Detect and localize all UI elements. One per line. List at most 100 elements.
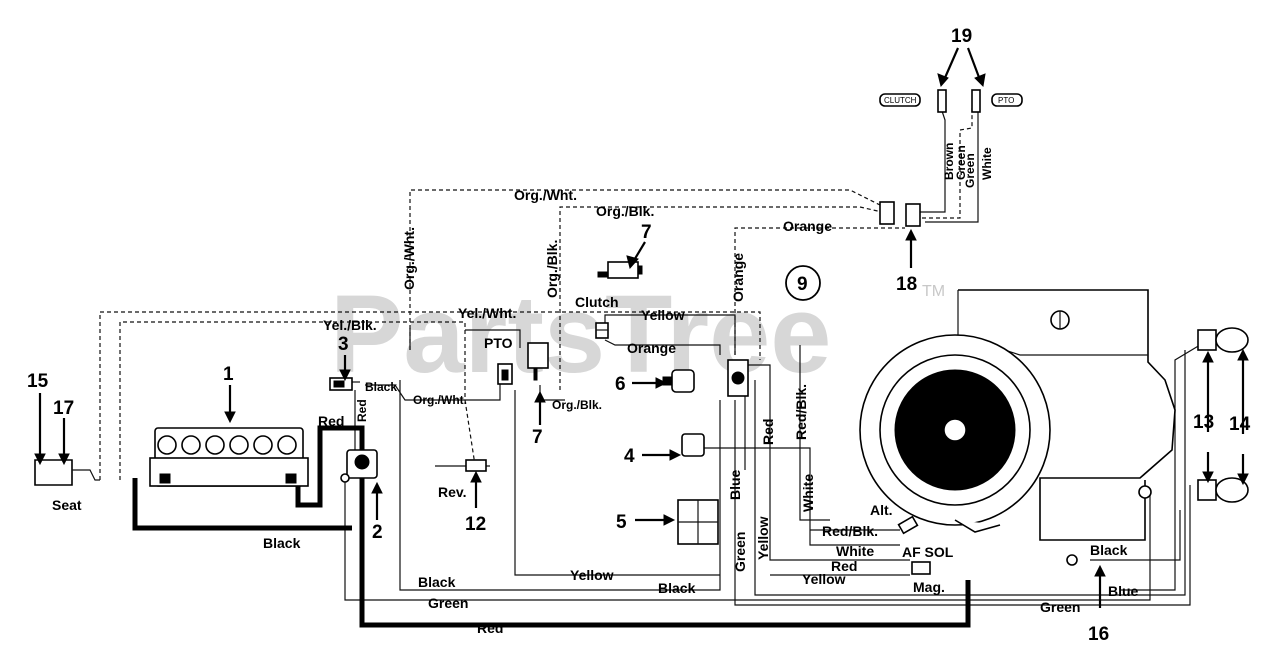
seat-switch	[34, 459, 100, 486]
wire-pto-harness	[922, 105, 973, 219]
callout-16: 16	[1088, 624, 1109, 645]
wire-label-orange-top: Orange	[783, 218, 832, 234]
cable-red-bottom	[359, 470, 971, 628]
engine	[859, 289, 1176, 541]
wire-label-red-right: Red	[760, 419, 776, 445]
wire-black-bottom	[399, 380, 721, 591]
wire-label-org-wht-top: Org./Wht.	[514, 187, 577, 203]
wire-label-white-alt: White	[836, 543, 874, 559]
wire-white-harness	[925, 105, 979, 223]
wire-label-green-bottom-right: Green	[1040, 599, 1080, 615]
label-seat: Seat	[52, 497, 82, 513]
wire-black-right	[1090, 510, 1181, 561]
wire-white-vert	[690, 447, 900, 546]
reverse-switch	[435, 459, 490, 472]
wire-labels: Org./Wht. Org./Blk. Orange Org./Wht. Org…	[263, 143, 1139, 636]
callout-arrows	[34, 47, 1249, 608]
wire-label-black-batt: Black	[263, 535, 301, 551]
callout-numbers: 1 2 3 4 5 6 7 7 9 12 13 14 15 16 17 18 1…	[27, 26, 1251, 645]
label-mag: Mag.	[913, 579, 945, 595]
wire-label-blue-right: Blue	[1108, 583, 1139, 599]
wire-label-red-sol: Red	[831, 558, 857, 574]
wire-orange-top	[734, 227, 905, 355]
wire-org-blk-top	[559, 206, 883, 390]
ground-terminal	[1066, 485, 1152, 566]
watermark-tm: TM	[922, 283, 945, 300]
cable-black-battery	[132, 478, 352, 531]
wire-label-white-19: White	[980, 147, 994, 180]
alternator-plug	[897, 515, 919, 535]
wire-label-red-blk-alt: Red/Blk.	[822, 523, 878, 539]
wire-label-yellow-clutch: Yellow	[641, 307, 685, 323]
callout-9-circle	[785, 265, 821, 301]
wire-network	[99, 104, 1201, 628]
callout-2: 2	[372, 522, 383, 543]
wire-label-green-bottom: Green	[428, 595, 468, 611]
wire-label-black-right: Black	[1090, 542, 1128, 558]
headlight-upper	[1197, 327, 1249, 353]
wire-label-orange-clutch: Orange	[627, 340, 676, 356]
clutch-connector	[595, 322, 609, 339]
callout-12: 12	[465, 514, 486, 535]
component-4	[681, 433, 705, 457]
pto-tag-text: PTO	[998, 96, 1014, 105]
pto-plug: PTO	[971, 89, 1023, 113]
wire-label-org-blk-top: Org./Blk.	[596, 203, 654, 219]
wire-yel-blk	[99, 311, 761, 480]
callout-5: 5	[616, 512, 627, 533]
clutch-tag-text: CLUTCH	[884, 96, 917, 105]
wire-label-blue-vert: Blue	[727, 469, 743, 500]
label-rev: Rev.	[438, 484, 467, 500]
wire-yellow-bottom	[514, 390, 720, 576]
callout-18: 18	[896, 274, 917, 295]
wire-label-black-bottom2: Black	[658, 580, 696, 596]
wire-org-wht-mid	[365, 380, 501, 401]
wire-label-green-19b: Green	[963, 153, 977, 188]
switch-6	[662, 369, 695, 393]
harness-connector	[879, 201, 921, 227]
clutch-plug: CLUTCH	[879, 89, 947, 113]
callout-13: 13	[1193, 412, 1214, 433]
callout-3: 3	[338, 334, 349, 355]
wire-label-yellow-bottom: Yellow	[570, 567, 614, 583]
wire-label-yellow-sol: Yellow	[802, 571, 846, 587]
wire-green-right	[1080, 490, 1151, 601]
callout-17: 17	[53, 398, 74, 419]
wire-red-blk-vert	[799, 345, 830, 521]
wire-label-green-19a: Green	[954, 145, 968, 180]
diode-connector	[329, 377, 353, 391]
wire-orange-clutch	[604, 339, 721, 355]
wire-label-org-wht-mid: Org./Wht.	[413, 393, 467, 407]
label-pto: PTO	[484, 335, 513, 351]
wire-label-yel-wht: Yel./Wht.	[458, 305, 516, 321]
component-5	[677, 499, 719, 545]
wire-green-vert	[734, 400, 1191, 606]
wire-label-brown: Brown	[942, 143, 956, 180]
callout-9: 9	[797, 274, 808, 295]
watermark-text: PartsTree	[330, 273, 831, 396]
wire-label-yellow-vert: Yellow	[755, 516, 771, 560]
wire-label-yel-blk: Yel./Blk.	[323, 317, 377, 333]
wire-label-white-vert: White	[800, 474, 816, 512]
cable-red-battery	[295, 425, 365, 508]
callout-19: 19	[951, 26, 972, 47]
af-solenoid	[911, 561, 931, 575]
wire-yel-wht	[119, 321, 476, 480]
switch-cluster	[727, 359, 749, 397]
wire-clutch-harness	[918, 104, 946, 213]
callout-6: 6	[615, 374, 626, 395]
relay-lower	[527, 342, 549, 381]
callout-14: 14	[1229, 414, 1251, 435]
label-af-sol: AF SOL	[902, 544, 954, 560]
wire-label-red-blk-vert: Red/Blk.	[793, 384, 809, 440]
label-clutch: Clutch	[575, 294, 619, 310]
callout-1: 1	[223, 364, 234, 385]
wire-blue-right	[1120, 344, 1201, 591]
battery	[149, 427, 309, 487]
callout-7-lower: 7	[532, 427, 543, 448]
wire-label-black-bottom: Black	[418, 574, 456, 590]
wire-label-red-vert: Red	[355, 399, 369, 422]
callout-4: 4	[624, 446, 635, 467]
